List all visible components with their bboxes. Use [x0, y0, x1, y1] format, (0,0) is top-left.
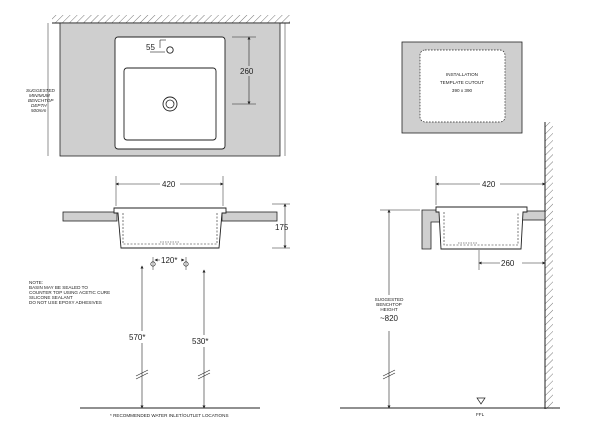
note-line-4: SILICONE SEALANT [29, 295, 73, 300]
water-location-footnote: * RECOMMENDED WATER INLET/OUTLET LOCATIO… [110, 413, 229, 418]
bench-height-label: ~820 [380, 314, 399, 323]
wall-hatch-top [52, 15, 290, 23]
basin-side-outline [435, 206, 528, 250]
basin-depth-label: 260 [240, 67, 254, 76]
benchtop-left [62, 211, 118, 222]
template-line-2: TEMPLATE CUTOUT [440, 80, 484, 85]
front-view: 420 175 120* 570* 530* [62, 176, 290, 409]
side-width-label: 420 [482, 180, 496, 189]
benchtop-depth-note-5: 500mm [31, 108, 46, 113]
basin-front-outline [113, 207, 227, 249]
template-line-1: INSTALLATION [446, 72, 478, 77]
side-view: 420 260 SUGGESTED BENCHTOP HEIGHT ~820 F… [340, 122, 560, 417]
benchtop-right [221, 211, 278, 222]
benchtop-depth-note-2: MINIMUM [29, 93, 50, 98]
benchtop-side [421, 209, 441, 250]
bench-height-note-3: HEIGHT [380, 307, 398, 312]
ffl-label: FFL [476, 412, 485, 417]
bench-height-note-2: BENCHTOP [376, 302, 401, 307]
note-line-1: NOTE: [29, 280, 43, 285]
outlet-spacing-label: 120* [161, 256, 177, 265]
inlet-height-label: 570* [129, 333, 145, 342]
benchtop-depth-note-4: DEPTH [31, 103, 47, 108]
front-width-label: 420 [162, 180, 176, 189]
note-line-2: BASIN MAY BE SEALED TO [29, 285, 88, 290]
bench-height-note-1: SUGGESTED [375, 297, 405, 302]
wall-hatch-side [545, 122, 553, 409]
note-line-3: COUNTER TOP USING ACETIC CURE [29, 290, 110, 295]
outlet-height-label: 530* [192, 337, 208, 346]
ffl-marker-icon [476, 397, 486, 405]
top-view: 55 260 SUGGESTED MINIMUM BENCHTOP DEPTH … [26, 15, 290, 157]
side-depth-label: 260 [501, 259, 515, 268]
tap-hole [166, 46, 174, 54]
template-line-3: 390 x 390 [452, 88, 473, 93]
installation-template: INSTALLATION TEMPLATE CUTOUT 390 x 390 [401, 41, 523, 134]
waste-outlet-top [162, 96, 178, 112]
benchtop-depth-note-1: SUGGESTED [26, 88, 56, 93]
benchtop-depth-note-3: BENCHTOP [28, 98, 54, 103]
tap-offset-label: 55 [146, 43, 155, 52]
front-height-label: 175 [275, 223, 289, 232]
sealant-note: NOTE: BASIN MAY BE SEALED TO COUNTER TOP… [29, 280, 110, 305]
note-line-5: DO NOT USE EPOXY ADHESIVES [29, 300, 102, 305]
